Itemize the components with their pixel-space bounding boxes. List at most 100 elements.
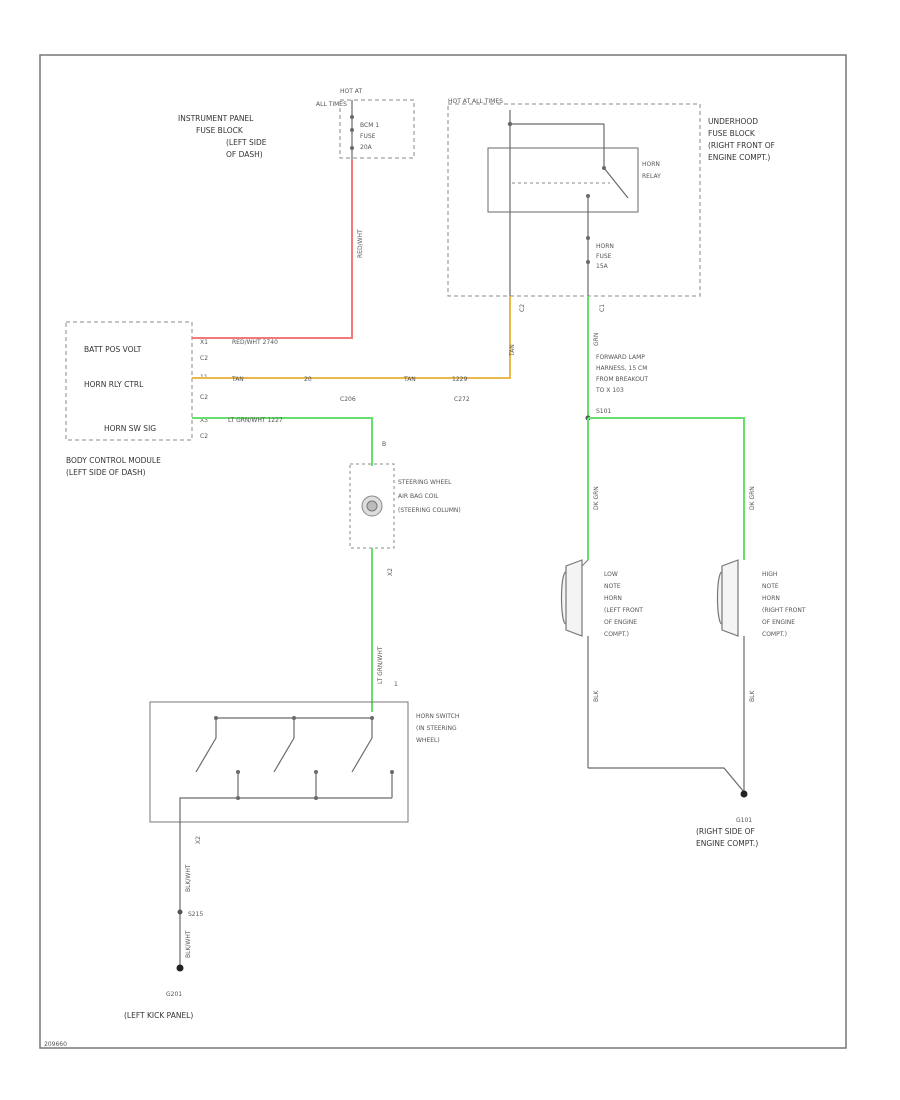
ipfb-bus-node (350, 115, 354, 119)
bcm-fuse-node-bottom (350, 146, 354, 150)
high-horn-label-line6: COMPT.) (762, 631, 787, 638)
red-wire-vertical-label: RED/WHT (357, 229, 364, 258)
relay-out-right-pin: C1 (599, 304, 606, 312)
horn-switch-label-line1: HORN SWITCH (416, 713, 459, 720)
low-horn-label-line1: LOW (604, 571, 618, 578)
relay-contact-arm (603, 167, 629, 199)
switch-arm-1 (195, 737, 217, 773)
ipfb-label-line1: INSTRUMENT PANEL (178, 114, 254, 123)
forward-green-top-label: GRN (593, 333, 600, 346)
bcm-pin-5: X3 (200, 417, 208, 424)
bcm-fuse-label-line3: 20A (360, 144, 373, 151)
horn-fuse-node-bottom (586, 260, 590, 264)
horn-fuse-label-line1: HORN (596, 243, 614, 250)
high-note-horn-icon (716, 559, 739, 637)
connector-c206: C206 (340, 396, 356, 403)
underhood-dashed-box (447, 103, 701, 297)
switch-ground-bus (179, 797, 392, 828)
forward-green-left-label: DK GRN (593, 486, 600, 510)
tan-wire-label-3: TAN (403, 376, 416, 383)
underhood-label-line1: UNDERHOOD (708, 117, 758, 126)
bcm-label-line2: (LEFT SIDE OF DASH) (66, 468, 146, 477)
ground-left-label-line2: (LEFT KICK PANEL) (124, 1011, 193, 1020)
switch-arm-2 (273, 737, 295, 773)
bcm-row-batt: BATT POS VOLT (84, 345, 142, 354)
high-horn-label-line4: (RIGHT FRONT (762, 607, 806, 614)
tan-wire-label-1: TAN (231, 376, 244, 383)
ground-right-label-line3: ENGINE COMPT.) (696, 839, 758, 848)
low-horn-label-line3: HORN (604, 595, 622, 602)
horn-switch-label-line3: WHEEL) (416, 737, 440, 744)
low-horn-label-line4: (LEFT FRONT (604, 607, 643, 614)
underhood-label-line3: (RIGHT FRONT OF (708, 141, 775, 150)
bcm-fuse-label-line1: BCM 1 (360, 122, 379, 129)
low-horn-label-line6: COMPT.) (604, 631, 629, 638)
bottom-wire-label-1: BLK/WHT (185, 864, 192, 892)
blk-right-horn-label: BLK (749, 690, 756, 702)
forward-green-right-label: DK GRN (749, 486, 756, 510)
hot-at-all-times-big: HOT AT ALL TIMES (448, 98, 503, 105)
horn-fuse-label-line3: 15A (596, 263, 609, 270)
tan-wire-label-2: 20 (304, 376, 312, 383)
diagram-frame (39, 54, 847, 1049)
airbag-coil-inner (366, 500, 378, 512)
switch-ground-node-2 (314, 796, 318, 800)
low-horn-label-line2: NOTE (604, 583, 621, 590)
green-wire-bcm (192, 417, 373, 466)
forward-lamp-label-line3: FROM BREAKOUT (596, 376, 648, 383)
relay-out-left-pin: C2 (519, 304, 526, 312)
coil-label-line3: (STEERING COLUMN) (398, 507, 461, 514)
coil-pin-top: B (382, 441, 386, 448)
horn-relay-label-line1: HORN (642, 161, 660, 168)
ipfb-label-line2: FUSE BLOCK (196, 126, 244, 135)
ground-left-label-line1: G201 (166, 991, 182, 998)
red-wire-horizontal-label: RED/WHT 2740 (232, 339, 278, 346)
splice-s215-label: S215 (188, 911, 203, 918)
bcm-pin-1: X1 (200, 339, 208, 346)
green-wire-to-high-horn (588, 417, 745, 560)
coil-label-line1: STEERING WHEEL (398, 479, 452, 486)
ground-join-wire (588, 767, 745, 793)
hot-at-all-times-small-line2: ALL TIMES (316, 101, 347, 108)
tan-wire-circuit: 1229 (452, 376, 467, 383)
switch-ground-node-1 (236, 796, 240, 800)
bcm-row-horn-rly: HORN RLY CTRL (84, 380, 144, 389)
splice-forward-label: S101 (596, 408, 611, 415)
bcm-label-line1: BODY CONTROL MODULE (66, 456, 161, 465)
bcm-fuse-label-line2: FUSE (360, 133, 376, 140)
low-horn-term-top (581, 559, 589, 567)
bcm-row-horn-sw: HORN SW SIG (104, 424, 156, 433)
bcm-fuse-node-top (350, 128, 354, 132)
underhood-label-line2: FUSE BLOCK (708, 129, 756, 138)
horn-fuse-label-line2: FUSE (596, 253, 612, 260)
red-wire (192, 160, 353, 339)
bcm-pin-6: C2 (200, 433, 208, 440)
footer-code: 209660 (44, 1041, 67, 1048)
horn-relay-label-line2: RELAY (642, 173, 661, 180)
switch-pin-top: 1 (394, 681, 398, 688)
green-wire-coil-label: LT GRN/WHT (377, 646, 384, 684)
switch-arm-3 (351, 737, 373, 773)
high-horn-label-line1: HIGH (762, 571, 777, 578)
tan-wire-vertical-label: TAN (509, 344, 516, 357)
bcm-pin-2: C2 (200, 355, 208, 362)
horn-switch-box (149, 701, 409, 823)
low-note-horn-icon (560, 559, 583, 637)
horn-fuse-node-top (586, 236, 590, 240)
hot-at-all-times-small-line1: HOT AT (340, 88, 362, 95)
low-horn-label-line5: OF ENGINE (604, 619, 637, 626)
ground-right-label-line2: (RIGHT SIDE OF (696, 827, 755, 836)
splice-s215 (177, 909, 183, 915)
horn-switch-label-line2: (IN STEERING (416, 725, 457, 732)
blk-left-horn-label: BLK (593, 690, 600, 702)
coil-pin-bottom: X2 (387, 568, 394, 576)
ground-right-label-line1: G101 (736, 817, 752, 824)
underhood-label-line4: ENGINE COMPT.) (708, 153, 770, 162)
bcm-pin-4: C2 (200, 394, 208, 401)
high-horn-label-line3: HORN (762, 595, 780, 602)
ipfb-label-line3: (LEFT SIDE (226, 138, 267, 147)
connector-c272: C272 (454, 396, 470, 403)
high-horn-label-line2: NOTE (762, 583, 779, 590)
